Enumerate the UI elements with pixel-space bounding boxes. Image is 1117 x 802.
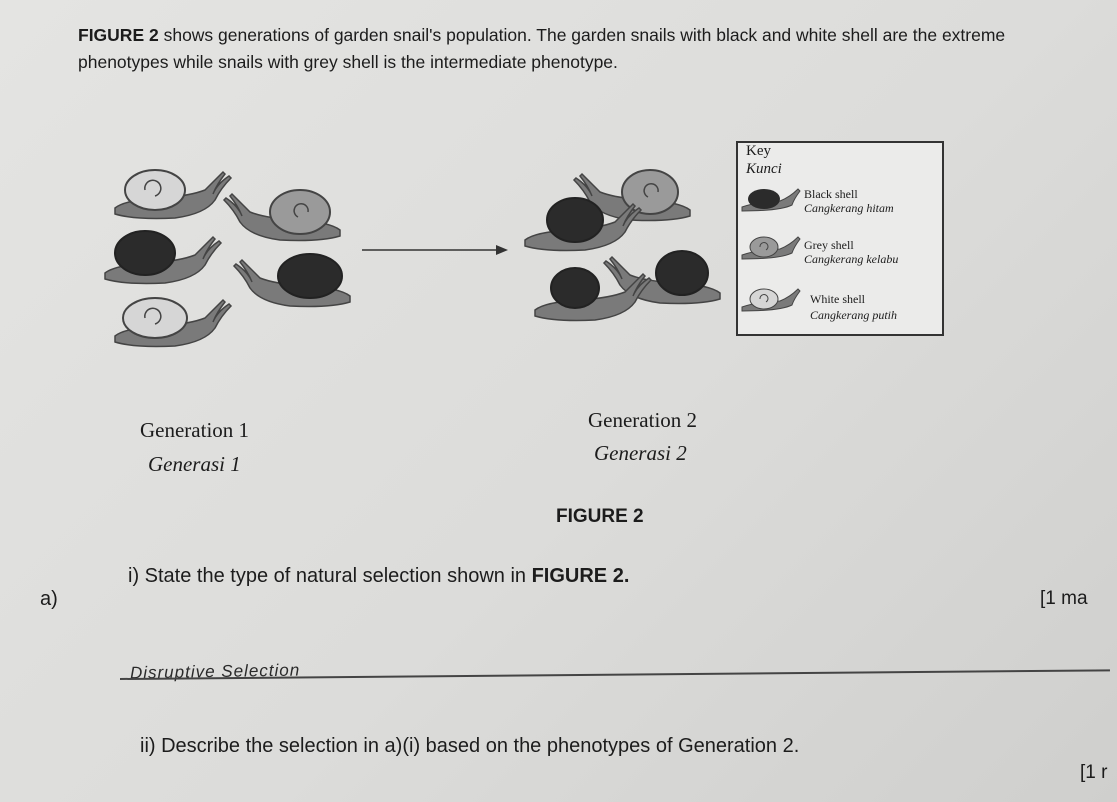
- key-grey-shell-icon: [741, 236, 801, 260]
- snail-white-shell-icon: [114, 297, 232, 348]
- question-part-i-text: i) State the type of natural selection s…: [128, 565, 532, 587]
- snail-grey-shell-icon: [223, 189, 341, 242]
- key-box: Key Kunci Black shell Cangkerang hitam G…: [736, 141, 944, 336]
- question-letter: a): [40, 588, 58, 610]
- snail-black-shell-icon: [534, 267, 652, 322]
- key-black-shell-label-malay: Cangkerang hitam: [804, 201, 894, 215]
- generation-2-illustration: [524, 169, 721, 322]
- key-black-shell-label: Black shell: [804, 187, 858, 201]
- key-grey-shell-label: Grey shell: [804, 238, 854, 252]
- generation-arrow-icon: [362, 245, 508, 255]
- intro-paragraph: FIGURE 2 shows generations of garden sna…: [78, 22, 1088, 76]
- generation-1-label-malay: Generasi 1: [148, 452, 241, 476]
- key-title: Key: [746, 143, 771, 159]
- snail-white-shell-icon: [114, 169, 232, 220]
- generation-2-label: Generation 2: [588, 408, 698, 432]
- intro-text: shows generations of garden snail's popu…: [78, 25, 1006, 72]
- snail-grey-shell-icon: [573, 169, 691, 222]
- key-white-shell-label-malay: Cangkerang putih: [810, 308, 897, 322]
- key-black-shell-icon: [741, 188, 801, 212]
- question-part-i-marks: [1 ma: [1040, 588, 1088, 609]
- snail-black-shell-icon: [524, 197, 642, 252]
- snail-black-shell-icon: [104, 230, 222, 285]
- intro-figure-ref: FIGURE 2: [78, 25, 159, 45]
- generation-2-label-malay: Generasi 2: [594, 441, 687, 465]
- key-white-shell-icon: [741, 288, 801, 312]
- snail-black-shell-icon: [603, 250, 721, 305]
- key-white-shell-label: White shell: [810, 292, 865, 306]
- key-grey-shell-label-malay: Cangkerang kelabu: [804, 252, 899, 266]
- handwritten-answer: Disruptive Selection: [129, 660, 301, 683]
- question-part-i-figure-ref: FIGURE 2.: [531, 565, 630, 587]
- key-title-malay: Kunci: [746, 161, 782, 177]
- question-part-i: i) State the type of natural selection s…: [128, 565, 629, 588]
- generation-1-illustration: [104, 169, 351, 348]
- question-part-ii: ii) Describe the selection in a)(i) base…: [140, 735, 800, 757]
- generation-1-label: Generation 1: [140, 418, 250, 442]
- snail-black-shell-icon: [233, 253, 351, 308]
- question-part-ii-marks: [1 r: [1080, 762, 1108, 783]
- figure-caption: FIGURE 2: [556, 506, 644, 527]
